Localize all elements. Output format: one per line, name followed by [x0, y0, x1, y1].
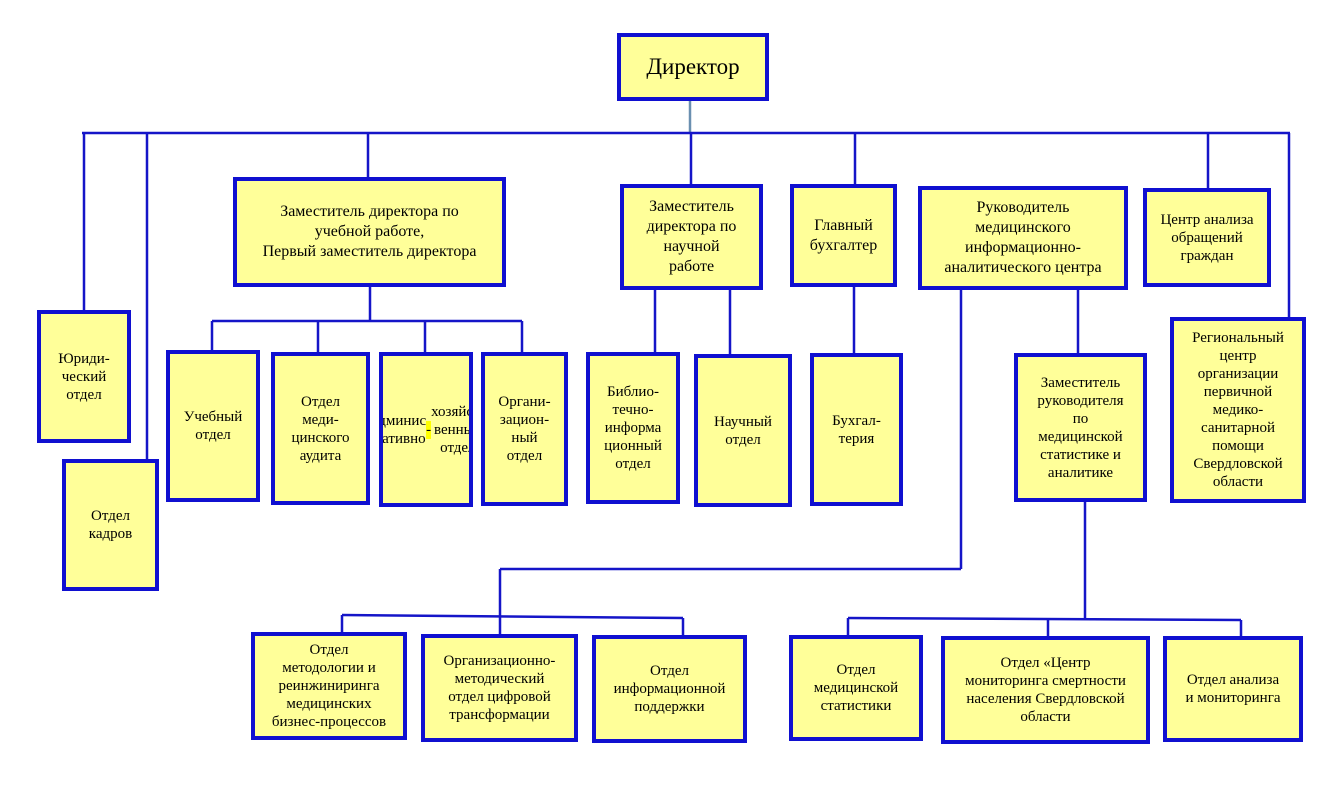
deputy-director-education-box: Заместитель директора по учебной работе,…	[233, 177, 506, 287]
accounting-box: Бухгал- терия	[810, 353, 903, 506]
administrative-department-box: Админис тративно -хозяйст- венный отдел	[379, 352, 473, 507]
regional-primary-care-center-box: Региональный центр организации первичной…	[1170, 317, 1306, 503]
admin-dept-text-b: хозяйст- венный отдел	[431, 403, 473, 456]
director-box: Директор	[617, 33, 769, 101]
legal-department-box: Юриди- ческий отдел	[37, 310, 131, 443]
admin-dept-text-a: Админис тративно	[379, 412, 427, 447]
analysis-monitoring-department-box: Отдел анализа и мониторинга	[1163, 636, 1303, 742]
hr-department-box: Отдел кадров	[62, 459, 159, 591]
digital-transformation-department-box: Организационно- методический отдел цифро…	[421, 634, 578, 742]
admin-dept-highlight: -	[426, 420, 432, 439]
methodology-department-box: Отдел методологии и реинжиниринга медици…	[251, 632, 407, 740]
organizational-department-box: Органи- зацион- ный отдел	[481, 352, 568, 506]
medical-statistics-department-box: Отдел медицинской статистики	[789, 635, 923, 741]
education-department-box: Учебный отдел	[166, 350, 260, 502]
deputy-head-medical-statistics-box: Заместитель руководителя по медицинской …	[1014, 353, 1147, 502]
head-medical-analytics-center-box: Руководитель медицинского информационно-…	[918, 186, 1128, 290]
science-department-box: Научный отдел	[694, 354, 792, 507]
deputy-director-science-box: Заместитель директора по научной работе	[620, 184, 763, 290]
mortality-monitoring-department-box: Отдел «Центр мониторинга смертности насе…	[941, 636, 1150, 744]
citizen-appeals-center-box: Центр анализа обращений граждан	[1143, 188, 1271, 287]
library-department-box: Библио- течно- информа ционный отдел	[586, 352, 680, 504]
medical-audit-department-box: Отдел меди- цинского аудита	[271, 352, 370, 505]
chief-accountant-box: Главный бухгалтер	[790, 184, 897, 287]
information-support-department-box: Отдел информационной поддержки	[592, 635, 747, 743]
